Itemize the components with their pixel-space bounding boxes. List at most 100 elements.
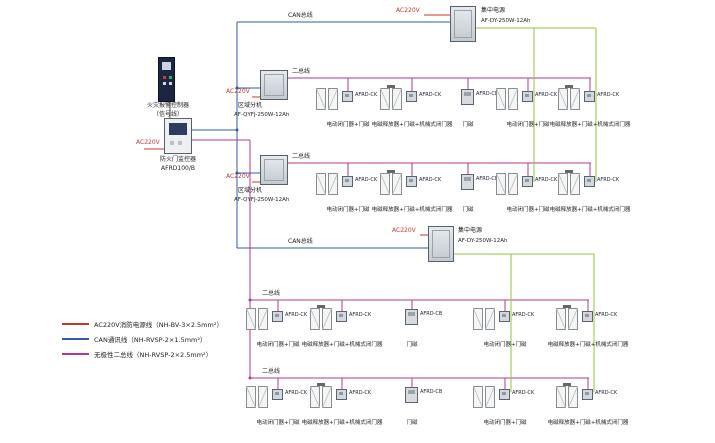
afrd-module (499, 389, 510, 400)
door-magnet-box (405, 387, 418, 403)
ac-power-wires (144, 14, 450, 236)
module-label: AFRD-CK (512, 390, 535, 396)
zone1-model-label: AF-QYFJ-250W-12Ah (234, 112, 290, 118)
device-label: 电动闭门器+门磁 (506, 122, 550, 128)
door-leaf-icon (380, 170, 402, 195)
signal-line-label: （信号线） (152, 111, 183, 118)
afrd-module (272, 311, 283, 322)
door-leaf-icon (556, 383, 578, 408)
psu1-model-label: AF-DY-250W-12Ah (481, 18, 531, 24)
central-power-2 (428, 226, 454, 262)
module-label: AFRD-CK (419, 177, 442, 183)
module-label: AFRD-CK (355, 177, 378, 183)
device-label: 电磁释放器+门磁+机械式闭门器 (371, 122, 453, 128)
afrd-module (582, 311, 593, 322)
can-bus-wires (192, 21, 450, 249)
legend-power-line (62, 323, 89, 325)
device-label: 门磁 (406, 420, 418, 426)
door-leaf-icon (310, 305, 332, 330)
afrd-module (406, 91, 417, 102)
device-group-closer: AFRD-CK 电动闭门器+门磁 (310, 170, 386, 214)
door-leaf-icon (556, 305, 578, 330)
psu1-name-label: 集中电源 (481, 7, 506, 14)
device-label: 电磁释放器+门磁+机械式闭门器 (371, 207, 453, 213)
afrd-module (584, 176, 595, 187)
device-group-releaser: AFRD-CK 电磁释放器+门磁+机械式闭门器 (547, 305, 629, 349)
two-wire-bus-drops (277, 78, 591, 389)
door-leaf-icon (246, 386, 268, 408)
monitor-model-label: AFRD100/B (161, 165, 195, 172)
zone2-ac-label: AC220V (226, 173, 250, 180)
door-leaf-icon (246, 308, 268, 330)
device-group-closer: AFRD-CK 电动闭门器+门磁 (467, 383, 543, 427)
module-label: AFRD-CB (476, 91, 499, 97)
device-label: 电动闭门器+门磁 (326, 207, 370, 213)
module-label: AFRD-CK (349, 312, 372, 318)
afrd-module (582, 389, 593, 400)
door-leaf-icon (496, 173, 518, 195)
device-label: 电磁释放器+门磁+机械式闭门器 (301, 420, 383, 426)
psu1-ac-label: AC220V (396, 7, 420, 14)
legend-can-text: CAN通讯线（NH-RVSP-2×1.5mm²） (94, 336, 207, 344)
device-group-closer: AFRD-CK 电动闭门器+门磁 (490, 85, 566, 129)
module-label: AFRD-CK (595, 312, 618, 318)
module-label: AFRD-CK (285, 312, 308, 318)
device-group-releaser: AFRD-CK 电磁释放器+门磁+机械式闭门器 (371, 170, 453, 214)
device-label: 电磁释放器+门磁+机械式闭门器 (301, 342, 383, 348)
device-group-releaser: AFRD-CK 电磁释放器+门磁+机械式闭门器 (301, 305, 383, 349)
module-label: AFRD-CK (535, 177, 558, 183)
device-label: 电磁释放器+门磁+机械式闭门器 (549, 207, 631, 213)
module-label: AFRD-CK (355, 92, 378, 98)
afrd-module (499, 311, 510, 322)
door-magnet-box (405, 309, 418, 325)
module-label: AFRD-CK (535, 92, 558, 98)
afrd-module (336, 311, 347, 322)
door-magnet-box (461, 174, 474, 190)
afrd-module (342, 91, 353, 102)
afrd-module (342, 176, 353, 187)
psu2-ac-label: AC220V (392, 227, 416, 234)
legend-power-text: AC220V消防电源线（NH-BV-3×2.5mm²） (94, 321, 223, 329)
device-label: 电磁释放器+门磁+机械式闭门器 (547, 342, 629, 348)
psu2-can-label: CAN总线 (288, 238, 313, 245)
central-power-1 (450, 6, 476, 42)
afrd-module (584, 91, 595, 102)
psu2-name-label: 集中电源 (458, 227, 483, 234)
row4-bus-label: 二总线 (262, 368, 281, 375)
device-group-releaser: AFRD-CK 电磁释放器+门磁+机械式闭门器 (549, 170, 631, 214)
fire-alarm-controller (158, 57, 175, 102)
psu1-can-label: CAN总线 (288, 12, 313, 19)
afrd-module (522, 176, 533, 187)
door-leaf-icon (380, 85, 402, 110)
door-leaf-icon (310, 383, 332, 408)
afrd-module (272, 389, 283, 400)
device-label: 门磁 (406, 342, 418, 348)
door-leaf-icon (558, 170, 580, 195)
zone2-name-label: 区域分机 (238, 187, 263, 194)
device-label: 电动闭门器+门磁 (483, 420, 527, 426)
zone2-model-label: AF-QYFJ-250W-12Ah (234, 197, 290, 203)
door-leaf-icon (473, 386, 495, 408)
module-label: AFRD-CK (597, 177, 620, 183)
module-label: AFRD-CB (420, 389, 443, 395)
zone-unit-2 (260, 155, 288, 185)
monitor-ac-label: AC220V (136, 139, 160, 146)
zone1-name-label: 区域分机 (238, 102, 263, 109)
module-label: AFRD-CB (476, 176, 499, 182)
device-label: 电动闭门器+门磁 (256, 420, 300, 426)
psu2-model-label: AF-DY-250W-12Ah (458, 238, 508, 244)
fire-door-monitor (164, 118, 192, 154)
zone2-bus-label: 二总线 (292, 153, 311, 160)
door-leaf-icon (316, 88, 338, 110)
